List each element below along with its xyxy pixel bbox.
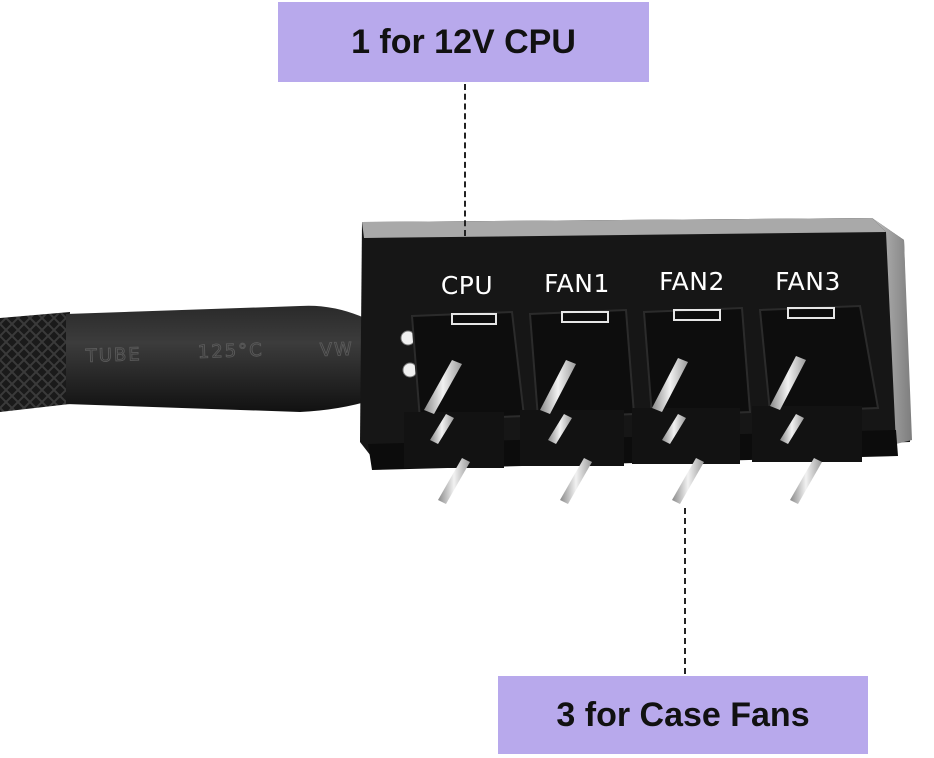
- sleeve-print-tube: TUBE: [84, 344, 142, 367]
- cpu-callout-label: 1 for 12V CPU: [278, 2, 649, 82]
- port-label-fan1: FAN1: [544, 269, 610, 298]
- fan-header-fan1: [520, 308, 636, 504]
- port-label-cpu: CPU: [441, 271, 493, 300]
- case-fans-callout-label: 3 for Case Fans: [498, 676, 868, 754]
- fan-header-fan3: [752, 304, 880, 504]
- sleeve-print-temp: 125°C: [197, 340, 264, 363]
- braided-sleeve: [0, 312, 70, 412]
- case-fans-callout-leader-line: [684, 508, 686, 674]
- fan-header-fan2: [632, 306, 752, 504]
- heat-shrink-tube: TUBE 125°C VW: [66, 305, 372, 412]
- fan-header-cpu: [404, 310, 526, 504]
- port-label-fan2: FAN2: [659, 267, 725, 296]
- cpu-callout-leader-line: [464, 84, 466, 236]
- sleeve-print-vw: VW: [319, 339, 354, 361]
- port-label-fan3: FAN3: [775, 267, 841, 296]
